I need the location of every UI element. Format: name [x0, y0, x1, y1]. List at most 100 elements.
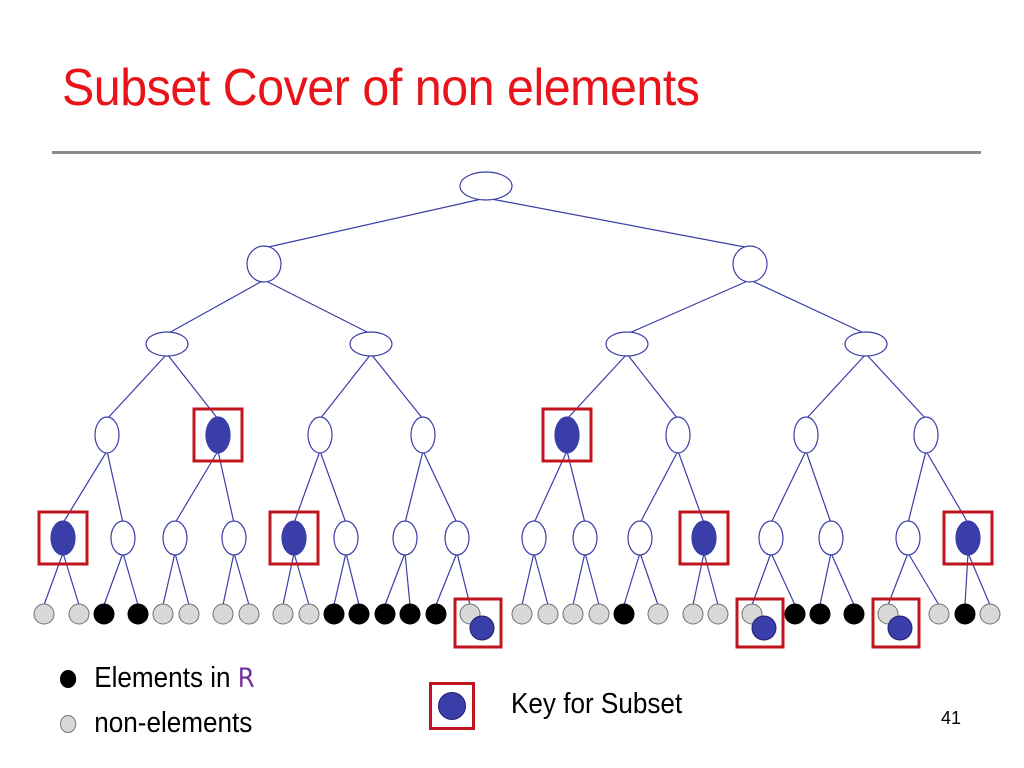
cover-leaf-marker: [751, 615, 777, 641]
cover-box: [871, 597, 921, 649]
tree-edge: [345, 552, 360, 606]
tree-edge: [217, 450, 235, 524]
tree-edge: [623, 552, 641, 606]
non-element-leaf: [682, 603, 704, 625]
tree-edge: [370, 353, 424, 420]
tree-node: [94, 416, 120, 454]
legend-elements: Elements in R: [60, 662, 255, 695]
tree-edge: [456, 552, 471, 606]
cover-node: [691, 520, 717, 556]
tree-edge: [572, 552, 586, 606]
tree-edge: [805, 450, 832, 524]
tree-edge: [293, 552, 310, 606]
non-element-leaf: [588, 603, 610, 625]
non-element-leaf: [238, 603, 260, 625]
tree-edge: [967, 552, 991, 606]
element-leaf: [323, 603, 345, 625]
cover-leaf-marker: [469, 615, 495, 641]
element-leaf: [843, 603, 865, 625]
tree-edge: [166, 279, 265, 335]
cover-boxes: [37, 407, 994, 649]
tree-edge: [485, 197, 751, 249]
non-element-leaf: [537, 603, 559, 625]
tree-node: [221, 520, 247, 556]
cover-node: [955, 520, 981, 556]
non-element-leaf: [928, 603, 950, 625]
tree-edge: [887, 552, 909, 606]
cover-node: [281, 520, 307, 556]
tree-node: [844, 331, 888, 357]
tree-edge: [43, 552, 64, 606]
tree-node: [110, 520, 136, 556]
tree-edge: [263, 279, 372, 335]
tree-edge: [703, 552, 719, 606]
legend-set-r: R: [237, 663, 255, 694]
cover-box: [37, 510, 89, 566]
cover-node: [554, 416, 580, 454]
element-leaf: [93, 603, 115, 625]
tree-node: [627, 520, 653, 556]
element-leaf: [348, 603, 370, 625]
tree-edge: [222, 552, 235, 606]
tree-edge: [333, 552, 347, 606]
tree-edge: [106, 353, 168, 420]
tree-edge: [263, 197, 487, 249]
tree-edge: [282, 552, 295, 606]
tree-node: [913, 416, 939, 454]
tree-node: [572, 520, 598, 556]
element-leaf: [613, 603, 635, 625]
tree-edge: [174, 450, 219, 524]
subset-key-dot-icon: [438, 692, 466, 720]
tree-edge: [907, 552, 940, 606]
tree-node: [758, 520, 784, 556]
tree-node: [895, 520, 921, 556]
tree-node: [162, 520, 188, 556]
tree-edge: [103, 552, 124, 606]
legend-non-elements: non-elements: [60, 707, 252, 740]
tree-node: [410, 416, 436, 454]
non-element-leaf: [272, 603, 294, 625]
element-leaf: [784, 603, 806, 625]
element-leaf: [809, 603, 831, 625]
non-element-leaf: [33, 603, 55, 625]
tree-edge: [692, 552, 705, 606]
tree-edge: [907, 450, 927, 524]
cover-box: [942, 510, 994, 566]
legend-elements-label: Elements in: [94, 662, 231, 694]
tree-node: [605, 331, 649, 357]
non-element-leaf: [298, 603, 320, 625]
tree-edge: [62, 552, 80, 606]
tree-edge: [435, 552, 458, 606]
tree-edge: [404, 552, 411, 606]
tree-edge: [566, 450, 586, 524]
tree-edge: [233, 552, 250, 606]
non-element-leaf: [562, 603, 584, 625]
element-dot-icon: [60, 669, 77, 688]
element-leaf: [954, 603, 976, 625]
tree-nodes: [33, 171, 1001, 641]
tree-edge: [639, 552, 659, 606]
element-leaf: [425, 603, 447, 625]
non-element-leaf: [152, 603, 174, 625]
tree-edge: [533, 450, 568, 524]
non-element-leaf: [212, 603, 234, 625]
tree-node: [246, 245, 282, 283]
cover-node: [50, 520, 76, 556]
non-element-leaf: [178, 603, 200, 625]
cover-box: [541, 407, 593, 463]
tree-node: [444, 520, 470, 556]
slide-number: 41: [941, 708, 962, 728]
tree-edge: [533, 552, 549, 606]
tree-node: [459, 171, 513, 201]
tree-node: [521, 520, 547, 556]
tree-node: [307, 416, 333, 454]
tree-node: [818, 520, 844, 556]
non-element-dot-icon: [60, 714, 77, 733]
tree-edge: [319, 450, 347, 524]
non-element-leaf: [647, 603, 669, 625]
non-element-leaf: [979, 603, 1001, 625]
tree-edge: [174, 552, 190, 606]
tree-edge: [865, 353, 927, 420]
tree-node: [665, 416, 691, 454]
